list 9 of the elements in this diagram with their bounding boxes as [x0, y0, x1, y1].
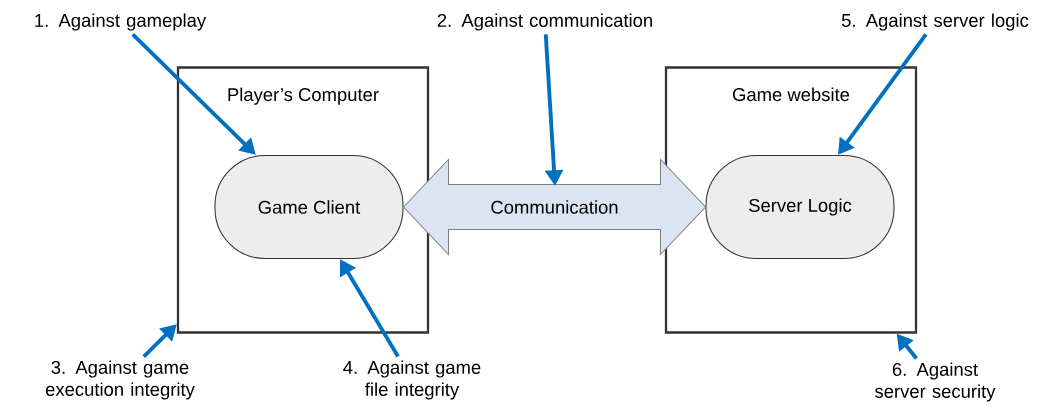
component-pill: Server Logic: [705, 154, 895, 260]
callout-text: 1. Against gameplay: [35, 13, 207, 31]
edge-label: Communication: [488, 198, 621, 216]
callout-text: 3. Against game execution integrity: [45, 360, 195, 400]
callout-text: 5. Against server logic: [841, 13, 1029, 31]
callout-text: 4. Against game file integrity: [343, 360, 481, 400]
callout-text: 2. Against communication: [437, 13, 652, 31]
component-pill: Game Client: [214, 154, 404, 260]
callout-text: 6. Against server security: [875, 362, 996, 402]
